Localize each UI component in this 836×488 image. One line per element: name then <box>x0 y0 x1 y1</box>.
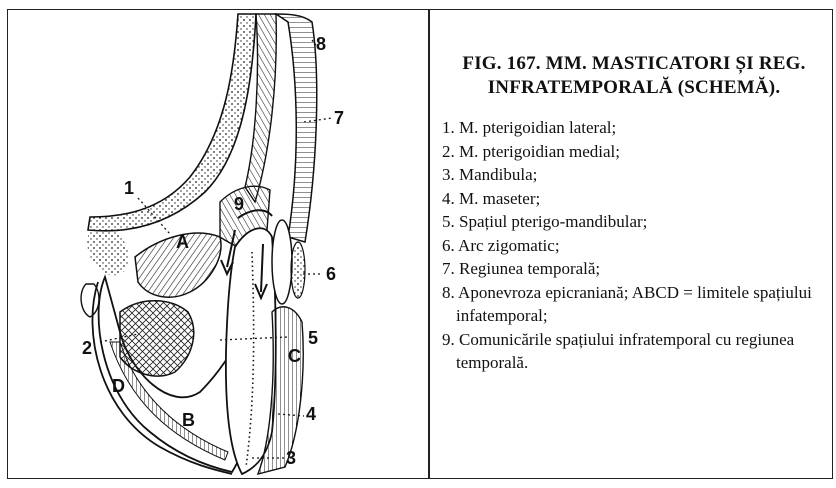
label-8: 8 <box>316 34 326 54</box>
label-9: 9 <box>234 194 244 214</box>
label-6: 6 <box>326 264 336 284</box>
legend-list: 1. M. pterigoidian lateral; 2. M. pterig… <box>440 116 828 375</box>
label-3: 3 <box>286 448 296 468</box>
epicranial-aponeurosis-band <box>276 14 317 242</box>
legend-item: 1. M. pterigoidian lateral; <box>442 116 828 140</box>
zygomatic-arch <box>272 220 292 304</box>
label-7: 7 <box>334 108 344 128</box>
caption-title: FIG. 167. MM. MASTICATORI ȘI REG. INFRAT… <box>440 52 828 100</box>
label-5: 5 <box>308 328 318 348</box>
label-B: B <box>182 410 195 430</box>
legend-item: 9. Comunicările spațiului infratemporal … <box>442 328 828 375</box>
legend-item: 7. Regiunea temporală; <box>442 257 828 281</box>
legend-item: 5. Spațiul pterigo-mandibular; <box>442 210 828 234</box>
label-1: 1 <box>124 178 134 198</box>
legend-item: 3. Mandibula; <box>442 163 828 187</box>
legend-item: 2. M. pterigoidian medial; <box>442 140 828 164</box>
label-D: D <box>112 376 125 396</box>
label-A: A <box>176 232 189 252</box>
label-2: 2 <box>82 338 92 358</box>
figure-caption: FIG. 167. MM. MASTICATORI ȘI REG. INFRAT… <box>440 52 828 375</box>
legend-item: 4. M. maseter; <box>442 187 828 211</box>
label-C: C <box>288 346 301 366</box>
label-4: 4 <box>306 404 316 424</box>
column-divider <box>428 10 430 478</box>
medial-pterygoid-muscle <box>120 301 194 376</box>
legend-item: 8. Aponevroza epicraniană; ABCD = limite… <box>442 281 828 328</box>
legend-item: 6. Arc zigomatic; <box>442 234 828 258</box>
anatomical-schema: 1 2 3 4 5 6 7 8 9 A B C D <box>20 12 420 478</box>
